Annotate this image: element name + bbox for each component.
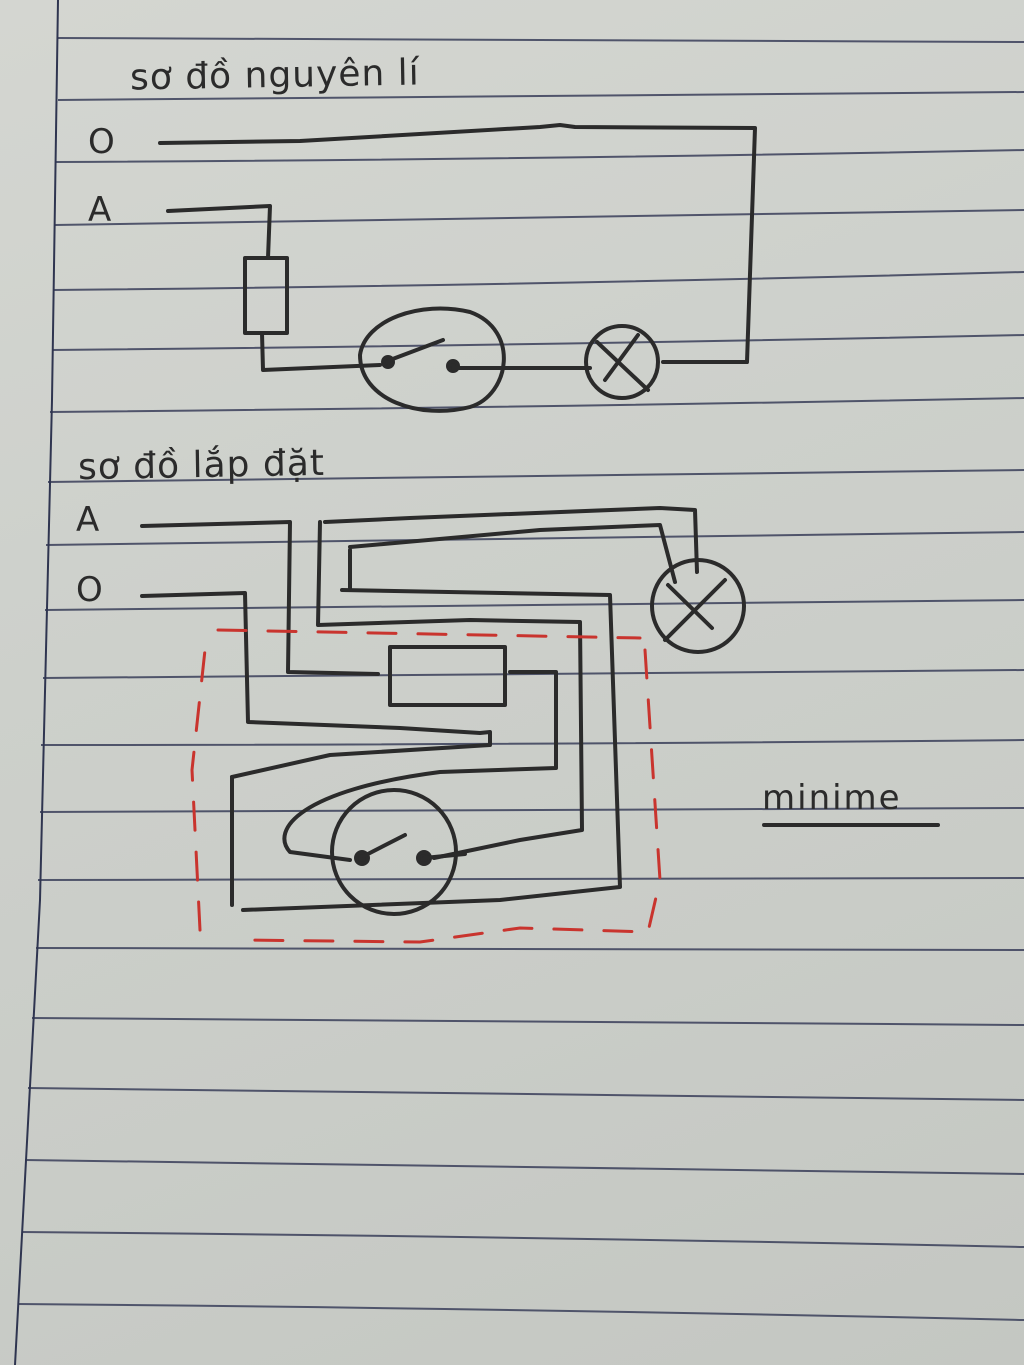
margin-line	[14, 0, 59, 1365]
installation-lamp-icon	[650, 558, 746, 654]
principle-circuit	[158, 123, 757, 413]
installation-switch-icon	[330, 788, 458, 916]
side-note-underline	[762, 823, 940, 827]
installation-circuit	[140, 506, 746, 916]
ruled-lines	[17, 37, 1024, 1321]
fuse-icon	[243, 256, 289, 335]
principle-diagram-title: sơ đồ nguyên lí	[129, 52, 421, 99]
installation-diagram-title: sơ đồ lắp đặt	[77, 442, 326, 489]
board-outline	[190, 628, 662, 944]
principle-terminal-a: A	[88, 190, 113, 230]
side-note-text: minime	[762, 778, 902, 818]
switch-housing-icon	[358, 306, 506, 413]
installation-terminal-o: O	[76, 570, 104, 610]
lamp-icon	[584, 324, 660, 400]
installation-terminal-a: A	[76, 500, 101, 540]
principle-terminal-o: O	[88, 122, 116, 162]
installation-fuse-icon	[388, 645, 507, 707]
